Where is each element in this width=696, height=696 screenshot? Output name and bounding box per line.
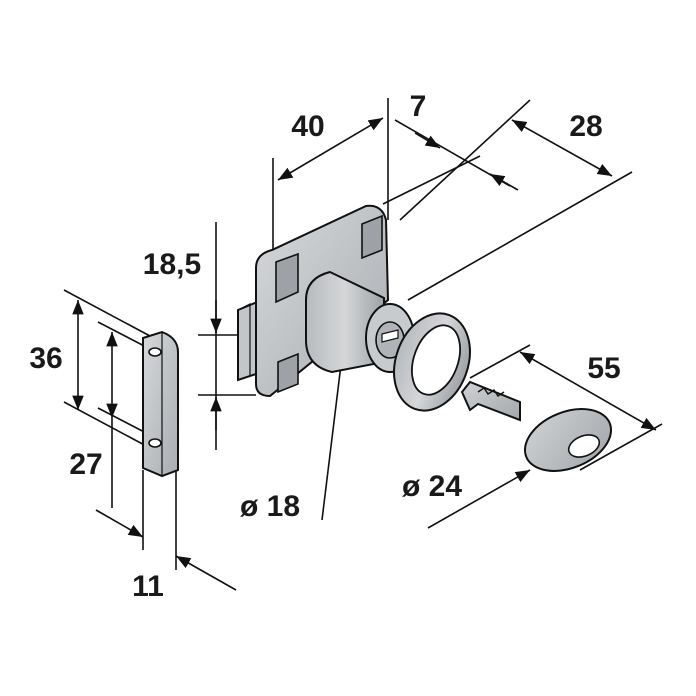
dim-label-27: 27 [69,448,102,481]
lock-body [237,204,415,398]
mount-pocket-bottom-left [277,352,299,394]
strike-plate [142,330,179,478]
keyway [381,329,399,343]
key-blade [460,380,521,422]
mount-pocket-top-right [361,214,383,260]
dimension-lines [63,98,663,591]
dim-label-ring-diameter: ø 24 [402,470,462,503]
key [460,380,613,472]
key-hole [567,434,601,458]
screw-hole-bottom [148,438,162,448]
mount-pocket-top-left [275,252,299,304]
dim-label-18-5: 18,5 [143,248,201,281]
dim-label-28: 28 [569,110,602,143]
key-bow [523,408,613,472]
screw-hole-top [148,347,162,357]
dim-label-40: 40 [291,110,324,143]
dim-label-7: 7 [410,90,427,123]
dim-label-11: 11 [132,570,164,603]
dim-label-55: 55 [587,352,620,385]
dim-label-cylinder-diameter: ø 18 [240,490,300,523]
dim-label-36: 36 [29,342,62,375]
dimension-labels: 40 7 28 18,5 36 27 11 ø 18 ø 24 55 [29,90,620,603]
escutcheon-ring [393,312,471,412]
